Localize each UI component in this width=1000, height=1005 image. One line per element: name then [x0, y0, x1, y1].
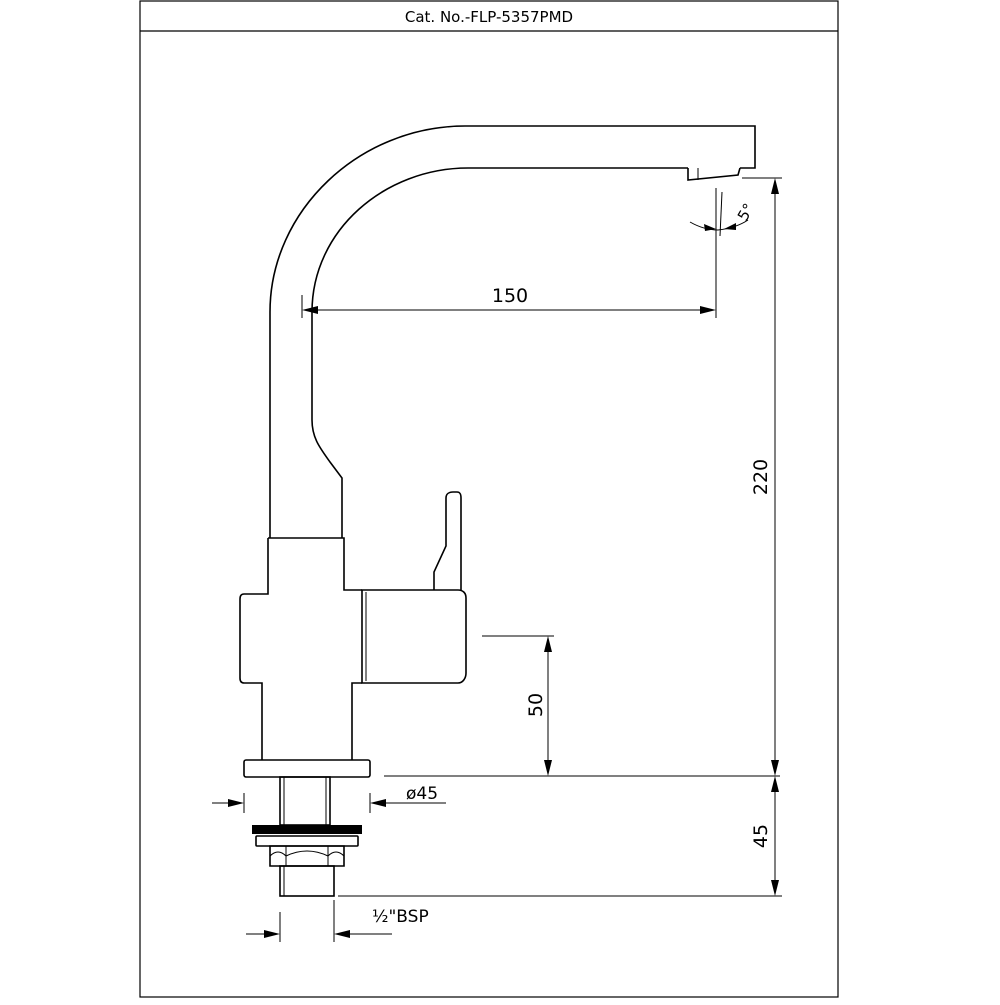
angle-label: 5°	[734, 200, 758, 224]
base-flange	[243, 759, 371, 778]
dim-150-arrow-right	[700, 306, 716, 314]
dim-220-arrow-bottom	[771, 760, 779, 776]
nut-chamfer	[269, 850, 345, 857]
sheet-border	[139, 0, 839, 998]
rubber-washer	[252, 825, 362, 834]
dim-bsp-arrow-left	[264, 930, 280, 938]
dim-bsp-fraction: ½	[372, 907, 388, 927]
dim-150-arrow-left	[302, 306, 318, 314]
dim-45d-label: ø45	[406, 784, 438, 804]
dim-45d-arrow-right	[370, 799, 386, 807]
dim-45d-arrow-left	[228, 799, 244, 807]
body-right	[351, 682, 362, 760]
dim-bsp-label: ½"BSP	[372, 907, 429, 927]
dim-45-label: 45	[750, 824, 772, 848]
shank	[279, 776, 331, 826]
dim-50-arrow-top	[544, 636, 552, 652]
dim-50-label: 50	[525, 693, 547, 717]
dim-220-label: 220	[750, 459, 772, 495]
dimensions: 150 5° 220 50 ø45 45	[212, 177, 782, 942]
dim-45-arrow-bottom	[771, 880, 779, 896]
angle-ref-line	[719, 191, 723, 237]
upper-body	[268, 537, 362, 591]
dim-45-arrow-top	[771, 776, 779, 792]
angle-arc	[689, 219, 749, 231]
thread-stub	[279, 865, 335, 897]
spout-outer	[269, 125, 756, 538]
dim-150-label: 150	[492, 285, 528, 307]
dim-220-arrow-top	[771, 178, 779, 194]
faucet-outline	[239, 125, 756, 897]
spout-inner	[311, 167, 688, 538]
dim-50-arrow-bottom	[544, 760, 552, 776]
metal-washer	[255, 835, 359, 847]
body-left	[239, 538, 269, 760]
dim-bsp-arrow-right	[334, 930, 350, 938]
angle-arrow-right	[724, 223, 736, 230]
catalog-number: Cat. No.-FLP-5357PMD	[405, 8, 573, 26]
handle-lever	[433, 491, 462, 590]
cartridge-housing	[361, 589, 467, 684]
lock-nut	[269, 845, 345, 867]
aerator	[687, 167, 741, 181]
dim-bsp-suffix: "BSP	[388, 907, 428, 927]
angle-arrow-left	[704, 224, 716, 231]
